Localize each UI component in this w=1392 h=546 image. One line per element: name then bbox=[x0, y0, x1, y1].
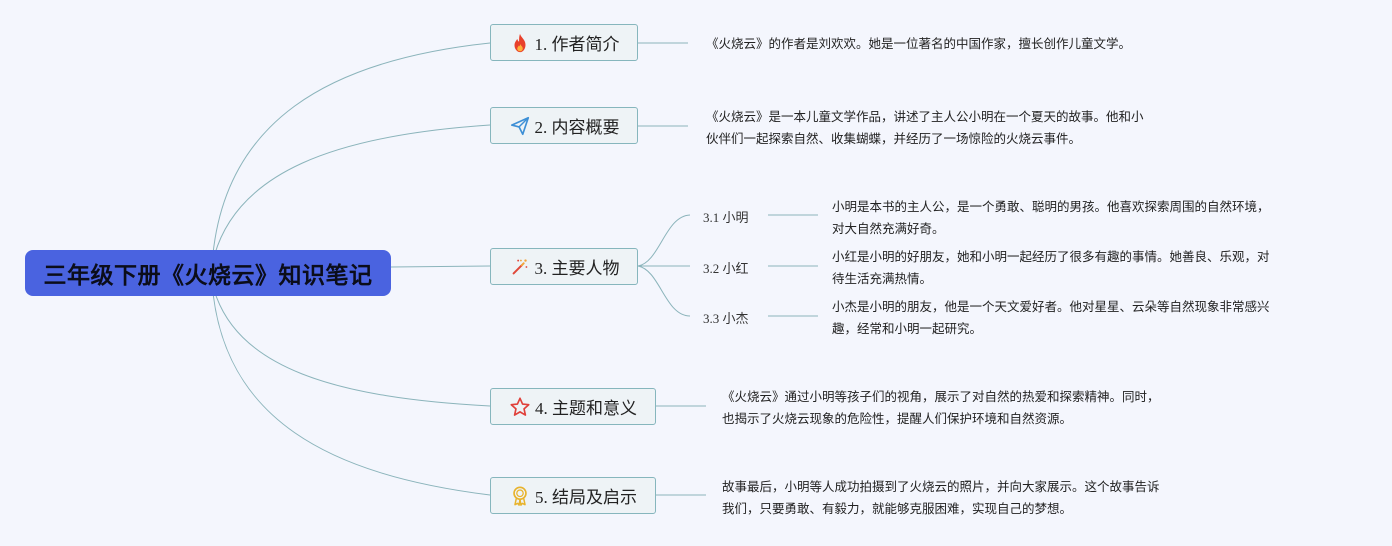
topic-1-node[interactable]: 1. 作者简介 bbox=[490, 24, 638, 61]
subtopic-3-2-note-line-1: 小红是小明的好朋友，她和小明一起经历了很多有趣的事情。她善良、乐观，对 bbox=[832, 249, 1270, 264]
topic-4-note-line-1: 《火烧云》通过小明等孩子们的视角，展示了对自然的热爱和探索精神。同时， bbox=[722, 389, 1160, 404]
topic-1-note-text: 《火烧云》的作者是刘欢欢。她是一位著名的中国作家，擅长创作儿童文学。 bbox=[706, 36, 1132, 51]
topic-4-label: 4. 主题和意义 bbox=[535, 399, 637, 418]
topic-2-note: 《火烧云》是一本儿童文学作品，讲述了主人公小明在一个夏天的故事。他和小 伙伴们一… bbox=[706, 106, 1226, 150]
topic-3-node[interactable]: 3. 主要人物 bbox=[490, 248, 638, 285]
topic-5-note-line-1: 故事最后，小明等人成功拍摄到了火烧云的照片，并向大家展示。这个故事告诉 bbox=[722, 479, 1160, 494]
connector-topic-3-sub-1 bbox=[637, 214, 691, 267]
subtopic-3-1-label: 3.1 小明 bbox=[703, 210, 749, 225]
topic-5-note: 故事最后，小明等人成功拍摄到了火烧云的照片，并向大家展示。这个故事告诉 我们，只… bbox=[722, 476, 1242, 520]
paper-plane-icon bbox=[509, 115, 531, 137]
topic-5-note-line-2: 我们，只要勇敢、有毅力，就能够克服困难，实现自己的梦想。 bbox=[722, 501, 1073, 516]
topic-2-label: 2. 内容概要 bbox=[534, 118, 620, 137]
subtopic-3-2-label: 3.2 小红 bbox=[703, 261, 749, 276]
subtopic-3-1-note-line-2: 对大自然充满好奇。 bbox=[832, 221, 945, 236]
topic-1-label: 1. 作者简介 bbox=[534, 35, 620, 54]
topic-4-node[interactable]: 4. 主题和意义 bbox=[490, 388, 656, 425]
topic-2-note-line-1: 《火烧云》是一本儿童文学作品，讲述了主人公小明在一个夏天的故事。他和小 bbox=[706, 109, 1144, 124]
topic-4-note-line-2: 也揭示了火烧云现象的危险性，提醒人们保护环境和自然资源。 bbox=[722, 411, 1073, 426]
topic-5-node[interactable]: 5. 结局及启示 bbox=[490, 477, 656, 514]
subtopic-3-3[interactable]: 3.3 小杰 bbox=[703, 308, 749, 327]
fire-icon bbox=[509, 32, 531, 54]
topic-1-note: 《火烧云》的作者是刘欢欢。她是一位著名的中国作家，擅长创作儿童文学。 bbox=[706, 33, 1326, 55]
subtopic-3-2-note: 小红是小明的好朋友，她和小明一起经历了很多有趣的事情。她善良、乐观，对 待生活充… bbox=[832, 246, 1352, 290]
subtopic-3-1-note: 小明是本书的主人公，是一个勇敢、聪明的男孩。他喜欢探索周围的自然环境， 对大自然… bbox=[832, 196, 1352, 240]
connector-root-topic-2 bbox=[211, 124, 491, 266]
magic-wand-icon bbox=[509, 256, 531, 278]
subtopic-3-3-note-line-1: 小杰是小明的朋友，他是一个天文爱好者。他对星星、云朵等自然现象非常感兴 bbox=[832, 299, 1270, 314]
connector-root-topic-3 bbox=[390, 265, 491, 268]
star-icon bbox=[509, 396, 531, 418]
subtopic-3-2-note-line-2: 待生活充满热情。 bbox=[832, 271, 933, 286]
connector-root-topic-4 bbox=[211, 281, 491, 407]
connector-root-topic-1 bbox=[211, 42, 491, 266]
subtopic-3-3-note-line-2: 趣，经常和小明一起研究。 bbox=[832, 321, 983, 336]
topic-5-label: 5. 结局及启示 bbox=[535, 488, 637, 507]
subtopic-3-2[interactable]: 3.2 小红 bbox=[703, 258, 749, 277]
subtopic-3-1-note-line-1: 小明是本书的主人公，是一个勇敢、聪明的男孩。他喜欢探索周围的自然环境， bbox=[832, 199, 1270, 214]
medal-icon bbox=[509, 485, 531, 507]
topic-3-label: 3. 主要人物 bbox=[534, 259, 620, 278]
topic-4-note: 《火烧云》通过小明等孩子们的视角，展示了对自然的热爱和探索精神。同时， 也揭示了… bbox=[722, 386, 1242, 430]
root-node[interactable]: 三年级下册《火烧云》知识笔记 bbox=[25, 250, 391, 296]
topic-2-note-line-2: 伙伴们一起探索自然、收集蝴蝶，并经历了一场惊险的火烧云事件。 bbox=[706, 131, 1082, 146]
connector-root-topic-5 bbox=[211, 281, 491, 496]
subtopic-3-3-label: 3.3 小杰 bbox=[703, 311, 749, 326]
connector-topic-3-sub-3 bbox=[637, 265, 691, 317]
subtopic-3-3-note: 小杰是小明的朋友，他是一个天文爱好者。他对星星、云朵等自然现象非常感兴 趣，经常… bbox=[832, 296, 1352, 340]
root-title: 三年级下册《火烧云》知识笔记 bbox=[43, 263, 373, 289]
subtopic-3-1[interactable]: 3.1 小明 bbox=[703, 207, 749, 226]
topic-2-node[interactable]: 2. 内容概要 bbox=[490, 107, 638, 144]
